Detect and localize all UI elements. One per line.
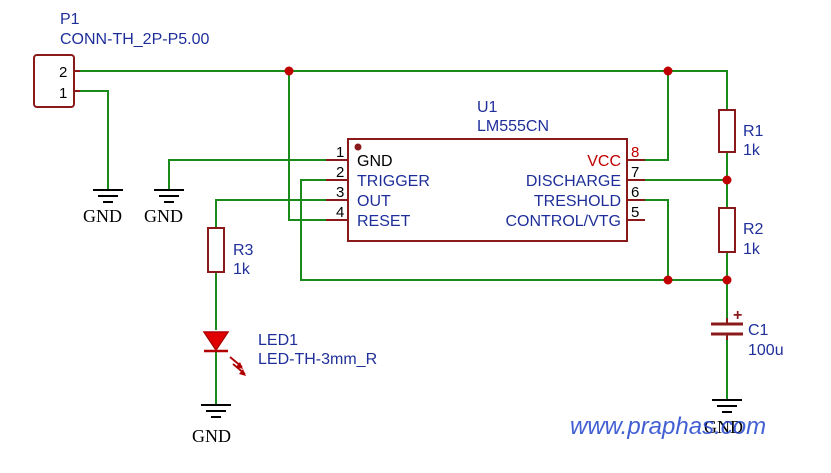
- ic-u1: U1 LM555CN 1 2 3 4 GND TRIGGER OUT RESET…: [326, 99, 645, 242]
- u1-gnd-wire: [168, 159, 326, 190]
- resistor-r1: R1 1k: [718, 109, 764, 159]
- resistor-r3: R3 1k: [207, 227, 254, 278]
- junction-dot: [284, 66, 294, 76]
- gnd-label: GND: [83, 206, 122, 226]
- led1-value: LED-TH-3mm_R: [258, 351, 377, 368]
- c1-value: 100u: [748, 342, 784, 359]
- u1-pin-name-threshold: TRESHOLD: [534, 193, 621, 210]
- junction-dot: [663, 66, 673, 76]
- led1-ref: LED1: [258, 332, 298, 349]
- resistor-r2: R2 1k: [718, 207, 764, 258]
- u1-pin-number: 4: [336, 204, 344, 221]
- u1-pin-name-vcc: VCC: [587, 153, 621, 170]
- p1-pin1-num: 1: [59, 85, 67, 102]
- r2-body: [718, 207, 736, 253]
- vcc-rail-wire: [80, 70, 728, 110]
- watermark-text: www.praphas.com: [570, 413, 766, 440]
- p1-gnd-wire: [80, 90, 109, 190]
- u1-pin-number: 8: [631, 144, 639, 161]
- trigger-wire: [300, 179, 727, 281]
- u1-pin-number: 6: [631, 184, 639, 201]
- vcc-pin-wire: [645, 71, 669, 161]
- gnd-label: GND: [144, 206, 183, 226]
- u1-pin-number: 1: [336, 144, 344, 161]
- r2-ref: R2: [743, 221, 764, 238]
- gnd-label: GND: [192, 426, 231, 446]
- r1-body: [718, 109, 736, 153]
- wires: [80, 70, 728, 405]
- p1-ref: P1: [60, 11, 80, 28]
- led-arrowhead: [239, 369, 246, 376]
- u1-pin1-marker: [354, 143, 362, 151]
- u1-pin-name-trigger: TRIGGER: [357, 173, 430, 190]
- out-wire: [215, 199, 326, 228]
- gnd-symbol-p1: GND: [83, 189, 123, 226]
- u1-value: LM555CN: [477, 118, 549, 135]
- p1-value: CONN-TH_2P-P5.00: [60, 31, 209, 48]
- c1-ref: C1: [748, 322, 769, 339]
- gnd-label: GND: [704, 417, 743, 437]
- r1-value: 1k: [743, 142, 761, 159]
- u1-pin-name-control: CONTROL/VTG: [505, 213, 621, 230]
- gnd-symbol-u1: GND: [144, 189, 184, 226]
- u1-pin-number: 7: [631, 164, 639, 181]
- c1-polarity: +: [733, 307, 742, 324]
- p1-pin2-num: 2: [59, 64, 67, 81]
- u1-pin-number: 3: [336, 184, 344, 201]
- u1-pin-name-gnd: GND: [357, 153, 393, 170]
- led-triangle: [202, 331, 230, 352]
- junctions: [284, 66, 732, 285]
- r2-value: 1k: [743, 241, 761, 258]
- capacitor-c1: + C1 100u: [711, 307, 784, 359]
- gnd-symbol-led: GND: [192, 404, 231, 446]
- led-led1: LED1 LED-TH-3mm_R: [202, 331, 377, 376]
- u1-pin-name-reset: RESET: [357, 213, 411, 230]
- u1-pin-number: 2: [336, 164, 344, 181]
- u1-ref: U1: [477, 99, 498, 116]
- u1-pin-name-out: OUT: [357, 193, 391, 210]
- threshold-wire: [645, 199, 669, 280]
- junction-dot: [722, 275, 732, 285]
- r3-ref: R3: [233, 242, 254, 259]
- connector-p1: P1 CONN-TH_2P-P5.00 2 1: [33, 11, 209, 108]
- p1-body: [33, 54, 75, 108]
- r1-ref: R1: [743, 123, 764, 140]
- junction-dot: [722, 175, 732, 185]
- u1-pin-number: 5: [631, 204, 639, 221]
- reset-wire: [288, 71, 326, 221]
- r3-value: 1k: [233, 261, 251, 278]
- u1-pin-name-discharge: DISCHARGE: [526, 173, 621, 190]
- r3-body: [207, 227, 225, 273]
- gnd-symbol-c1: GND: [704, 399, 743, 437]
- junction-dot: [663, 275, 673, 285]
- u1-body: [347, 138, 628, 242]
